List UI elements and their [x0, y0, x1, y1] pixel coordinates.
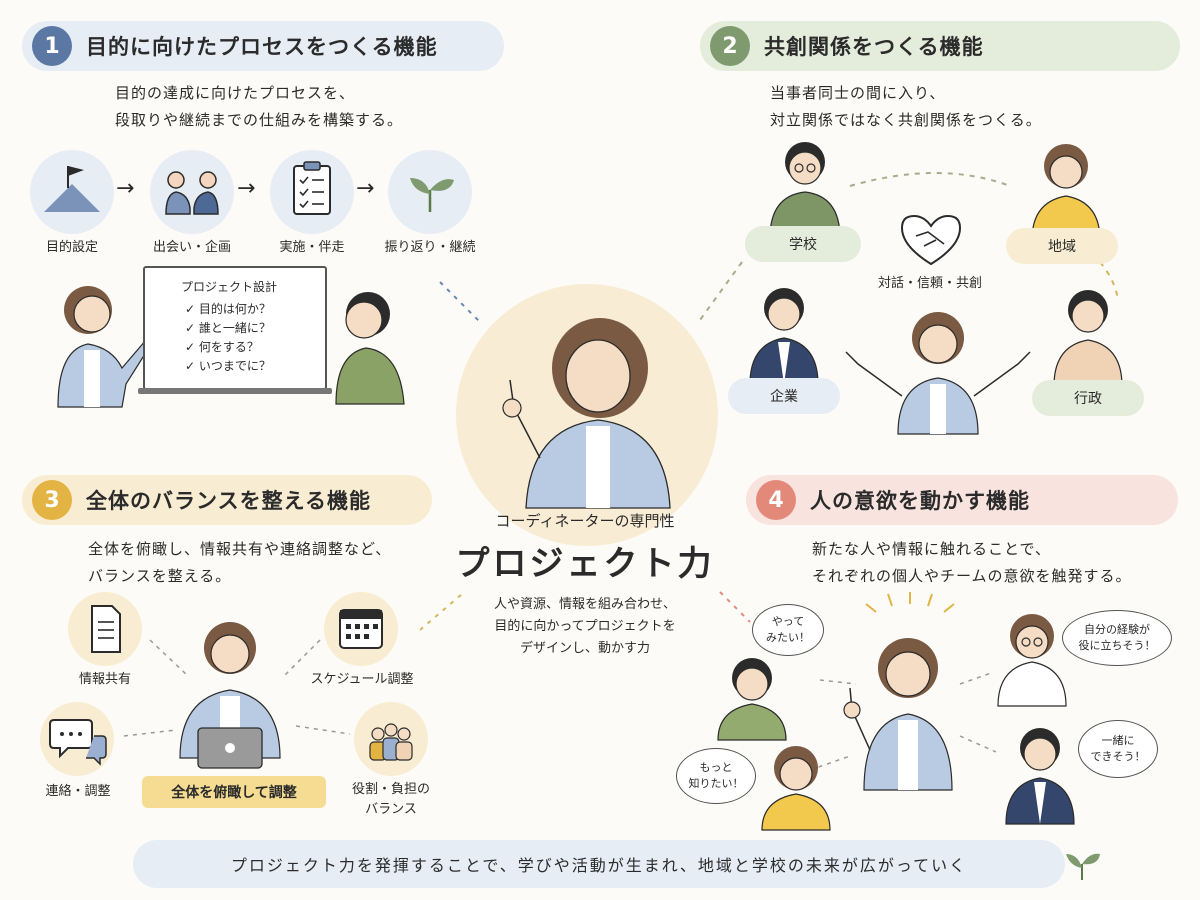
- company-man-illustration: [749, 288, 819, 385]
- step-label-review: 振り返り・継続: [384, 240, 476, 255]
- handshake-heart-icon: [900, 214, 962, 266]
- coordinator-pointing-illustration: [502, 318, 671, 509]
- arrow-icon: →: [237, 176, 256, 201]
- board-item: ✓ 何をする？: [185, 340, 259, 354]
- flag-mountain-icon: [44, 166, 100, 212]
- presenter-woman-illustration: [57, 286, 151, 408]
- chat-bubbles-icon: [49, 719, 107, 766]
- section-3-header: 3 全体のバランスを整える機能: [22, 475, 432, 525]
- section-4-number: 4: [756, 480, 796, 520]
- center-subtitle: コーディネーターの専門性: [495, 512, 675, 530]
- team-people-icon: [369, 723, 413, 761]
- section-2-title: 共創関係をつくる機能: [764, 35, 984, 59]
- arrow-icon: →: [356, 176, 375, 201]
- boy-green-illustration: [717, 658, 787, 741]
- board-item: ✓ 目的は何か？: [185, 302, 271, 316]
- co-creation-label: 対話・信頼・共創: [877, 276, 982, 291]
- footer-banner: プロジェクト力を発揮することで、学びや活動が生まれ、地域と学校の未来が広がってい…: [133, 840, 1065, 888]
- center-title: プロジェクト力: [455, 544, 715, 584]
- sprout-icon: [410, 178, 454, 212]
- section-1-title: 目的に向けたプロセスをつくる機能: [86, 35, 438, 59]
- stakeholder-label-school: 学校: [745, 226, 861, 262]
- stakeholder-label-company: 企業: [728, 378, 840, 414]
- check-icon: ✓: [185, 340, 199, 354]
- stakeholder-label-community: 地域: [1006, 228, 1118, 264]
- section-4-title: 人の意欲を動かす機能: [810, 489, 1030, 513]
- board-item: ✓ 誰と一緒に？: [185, 321, 271, 335]
- board-item: ✓ いつまでに？: [185, 359, 271, 373]
- board-base: [138, 388, 332, 394]
- footer-text: プロジェクト力を発揮することで、学びや活動が生まれ、地域と学校の未来が広がってい…: [230, 856, 968, 875]
- schedule-label: スケジュール調整: [310, 672, 414, 687]
- project-board: プロジェクト設計 ✓ 目的は何か？ ✓ 誰と一緒に？ ✓ 何をする？ ✓ いつま…: [143, 266, 327, 390]
- step-label-meeting: 出会い・企画: [152, 240, 231, 255]
- contact-label: 連絡・調整: [45, 784, 111, 799]
- thinking-man-illustration: [335, 292, 405, 405]
- check-icon: ✓: [185, 321, 199, 335]
- laptop-coordinator-illustration: [179, 622, 281, 769]
- section-1-description: 目的の達成に向けたプロセスを、 段取りや継続までの仕組みを構築する。: [115, 84, 404, 129]
- overview-adjust-label: 全体を俯瞰して調整: [142, 776, 326, 808]
- step-label-goal: 目的設定: [45, 240, 98, 255]
- board-title: プロジェクト設計: [181, 280, 278, 294]
- arrow-icon: →: [116, 176, 135, 201]
- step-label-implement: 実施・伴走: [279, 240, 345, 255]
- step-circle-meeting: [150, 150, 234, 234]
- coordinator-open-arms-illustration: [845, 312, 1031, 435]
- center-description: 人や資源、情報を組み合わせ、 目的に向かってプロジェクトを デザインし、動かす力: [493, 597, 676, 656]
- speech-bubble-can-do-together: 一緒にできそう！: [1078, 720, 1158, 778]
- meeting-people-icon: [165, 171, 219, 215]
- suit-man-illustration: [1005, 728, 1075, 825]
- speech-bubble-want-to-know: もっと知りたい！: [676, 748, 756, 804]
- section-4-header: 4 人の意欲を動かす機能: [746, 475, 1178, 525]
- stakeholder-label-government: 行政: [1032, 380, 1144, 416]
- section-2-description: 当事者同士の間に入り、 対立関係ではなく共創関係をつくる。: [770, 84, 1042, 129]
- role-label: 役割・負担の バランス: [351, 782, 430, 817]
- calendar-icon: [339, 609, 383, 649]
- speech-bubble-experience-useful: 自分の経験が役に立ちそう！: [1062, 610, 1172, 666]
- speech-bubble-want-to-try: やってみたい！: [752, 604, 824, 656]
- section-3-number: 3: [32, 480, 72, 520]
- checklist-clipboard-icon: [293, 161, 331, 215]
- section-3-description: 全体を俯瞰し、情報共有や連絡調整など、 バランスを整える。: [88, 540, 392, 585]
- government-man-illustration: [1053, 290, 1123, 387]
- section-1-header: 1 目的に向けたプロセスをつくる機能: [22, 21, 504, 71]
- glasses-woman-illustration: [997, 614, 1067, 707]
- girl-yellow-illustration: [761, 746, 831, 831]
- section-1-number: 1: [32, 26, 72, 66]
- info-share-label: 情報共有: [78, 672, 131, 687]
- document-icon: [91, 605, 121, 653]
- check-icon: ✓: [185, 302, 199, 316]
- check-icon: ✓: [185, 359, 199, 373]
- section-2-header: 2 共創関係をつくる機能: [700, 21, 1180, 71]
- coordinator-inspiring-illustration: [843, 638, 953, 791]
- section-4-description: 新たな人や情報に触れることで、 それぞれの個人やチームの意欲を触発する。: [812, 540, 1132, 585]
- section-2-number: 2: [710, 26, 750, 66]
- sprout-icon: [1066, 853, 1100, 880]
- section-3-title: 全体のバランスを整える機能: [86, 489, 371, 513]
